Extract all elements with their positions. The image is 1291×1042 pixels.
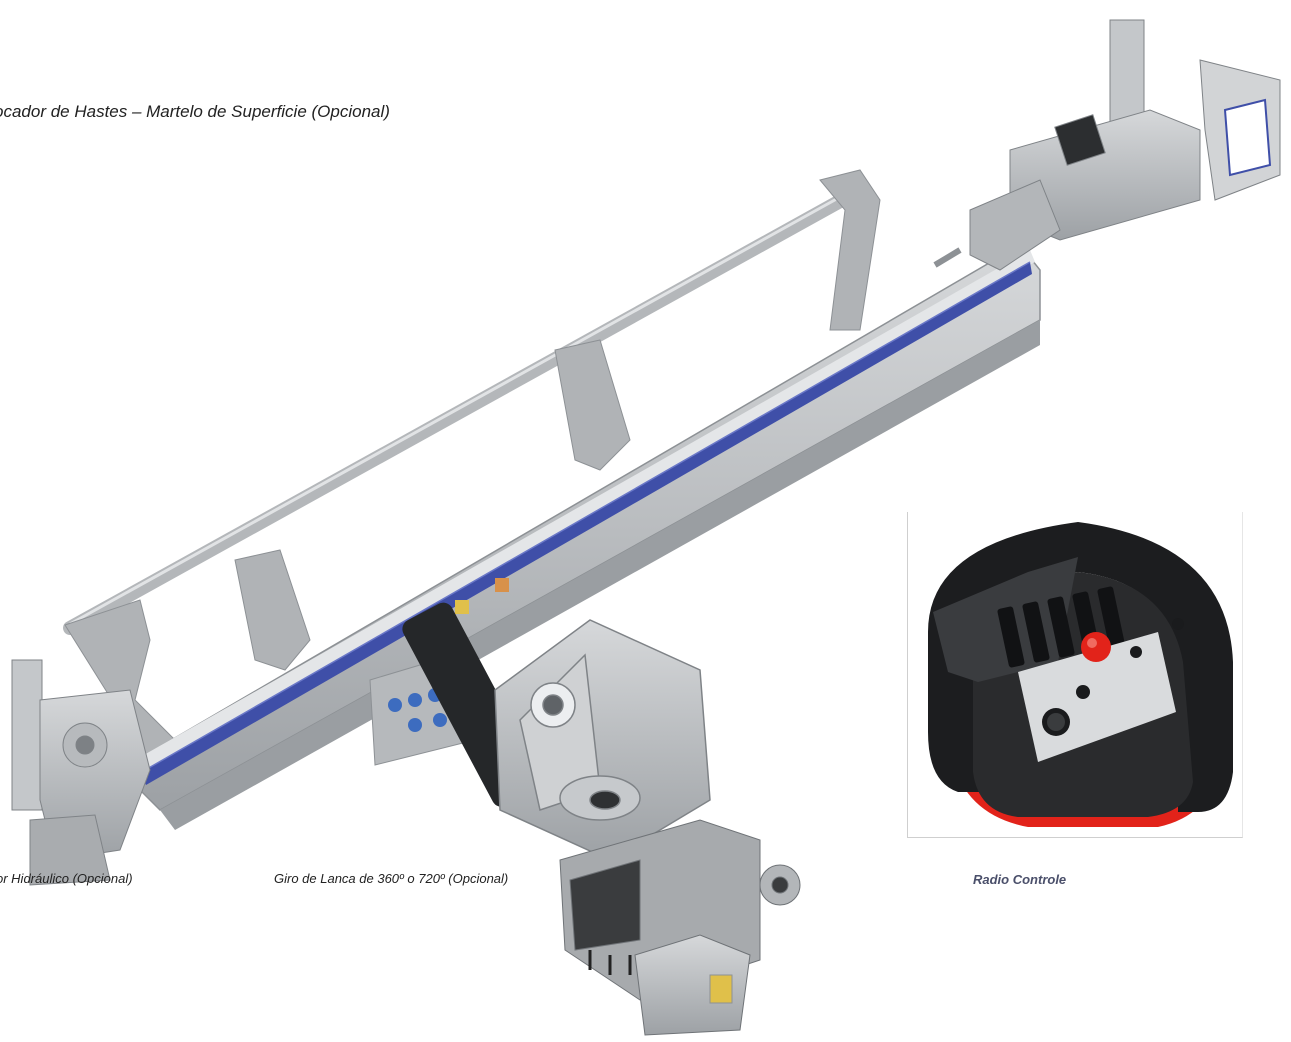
- top-caption: ocador de Hastes – Martelo de Superficie…: [0, 102, 390, 121]
- blue-rail: [140, 262, 1032, 785]
- rod-support: [64, 169, 881, 761]
- guide-rod: [63, 183, 867, 635]
- rotary-hammer: [933, 19, 1281, 271]
- caption-hydraulic: or Hidráulico (Opcional): [0, 871, 133, 886]
- hydraulic-clamp: [11, 659, 151, 886]
- radio-remote-control-illustration: [928, 522, 1233, 827]
- rotation-mount: [494, 619, 711, 861]
- remote-photo-frame: [907, 512, 1243, 838]
- caption-radio-control: Radio Controle: [973, 872, 1067, 887]
- caption-boom-rotation: Giro de Lanca de 360º o 720º (Opcional): [274, 871, 509, 886]
- lower-assembly: [559, 819, 801, 1036]
